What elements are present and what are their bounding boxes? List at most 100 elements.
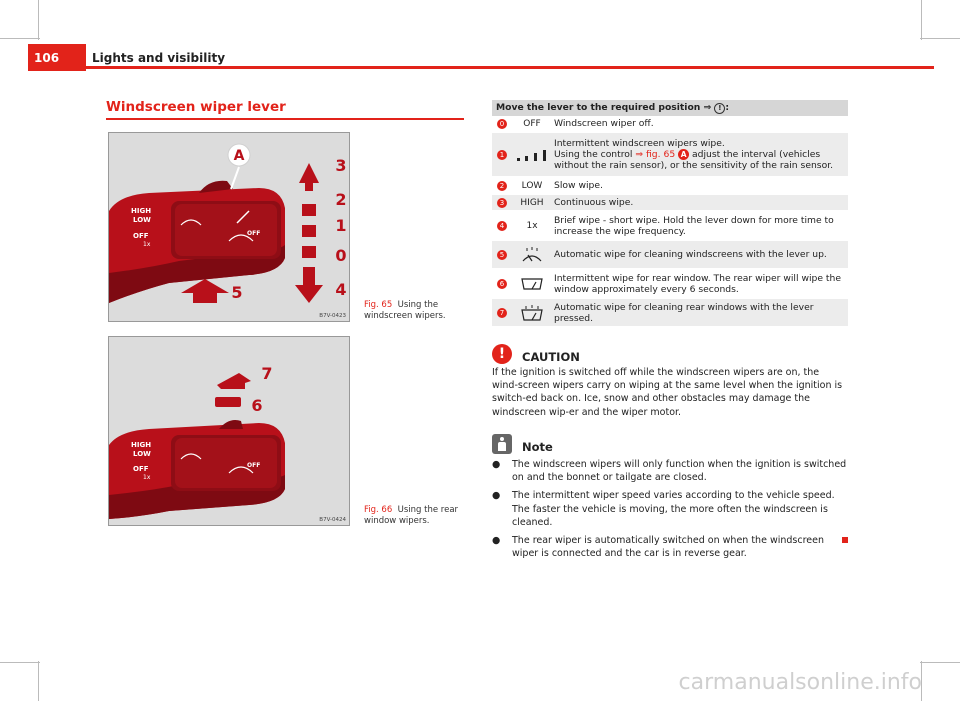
callout-a: A [234,148,245,164]
crop-mark [38,661,39,701]
position-description: Slow wipe. [554,180,603,191]
table-row: 6 Intermittent wipe for rear window. The… [492,270,848,299]
section-rule [106,118,464,120]
position-square [302,225,316,237]
crop-mark [921,0,922,40]
figure-windscreen-wiper-lever: HIGH LOW OFF 1x OFF A 3 2 1 0 5 4 B7V-04… [108,132,350,322]
arrow-up-icon [299,163,319,191]
lever-label: OFF [133,232,149,240]
list-item: ●The rear wiper is automatically switche… [492,535,824,560]
callout-1: 1 [335,216,346,235]
table-row: 0 OFF Windscreen wiper off. [492,116,848,133]
position-number: 2 [497,180,507,191]
list-item: ●The windscreen wipers will only functio… [492,459,847,484]
position-number: 3 [497,197,507,208]
warning-icon: ! [492,344,512,364]
position-description: Windscreen wiper off. [554,118,654,129]
callout-0: 0 [335,246,346,265]
caption-prefix: Fig. 66 [364,505,393,515]
rear-wiper-icon [512,277,552,291]
list-item: ●The intermittent wiper speed varies acc… [492,490,835,528]
wash-wipe-front-icon [512,246,552,263]
figure-caption: Fig. 66 Using the rear window wipers. [364,505,459,527]
lever-label: OFF [133,465,149,473]
callout-4: 4 [335,280,346,299]
crop-mark [38,0,39,40]
callout-2: 2 [335,190,346,209]
arrow-down-icon [295,267,323,303]
lever-label: HIGH [131,207,151,215]
page-number: 106 [28,44,86,71]
figure-reference-link[interactable]: ⇒ fig. 65 [635,149,676,160]
push-arrow-icon [217,373,251,389]
table-row: 2 LOW Slow wipe. [492,178,848,195]
note-list: ●The windscreen wipers will only functio… [492,458,848,565]
wiper-positions-table: Move the lever to the required position … [492,100,848,328]
wiper-symbol-icon [236,210,250,224]
figure-caption: Fig. 65 Using the windscreen wipers. [364,300,459,322]
position-description: Brief wipe - short wipe. Hold the lever … [554,214,834,237]
wiper-symbol-icon [228,234,254,242]
caption-prefix: Fig. 65 [364,300,393,310]
table-header-text: Move the lever to the required position … [496,102,712,113]
position-number: 4 [497,220,507,231]
table-row: 4 1x Brief wipe - short wipe. Hold the l… [492,212,848,241]
description-line: Intermittent windscreen wipers wipe. [554,138,725,149]
callout-reference: A [678,149,690,160]
crop-mark [921,661,922,701]
chapter-title: Lights and visibility [92,51,226,65]
caption-text: Using the windscreen wipers. [364,300,446,321]
table-row: 5 Automatic wipe for cleaning windscreen… [492,241,848,270]
crop-mark [920,38,960,39]
wiper-symbol-icon [228,466,254,474]
arrow-down-icon [181,279,229,303]
position-number: 6 [497,278,507,289]
lever-label: OFF [247,462,260,469]
warning-circle-icon: ! [714,103,726,114]
lever-label: LOW [133,450,151,458]
lever-label: 1x [143,241,151,248]
position-number: 1 [497,149,507,160]
position-description: Intermittent windscreen wipers wipe. Usi… [554,138,834,171]
crop-mark [0,662,40,663]
info-person-icon [492,434,512,454]
lever-label: LOW [133,216,151,224]
header-rule [86,66,934,69]
lever-label: HIGH [131,441,151,449]
position-description: Automatic wipe for cleaning rear windows… [554,301,814,324]
table-header-suffix: : [725,102,730,113]
callout-3: 3 [335,156,346,175]
watermark: carmanualsonline.info [678,670,922,695]
callout-6: 6 [251,396,262,415]
bullet-symbol: ● [492,535,501,547]
figure-code: B7V-0423 [319,313,346,319]
caption-text: Using the rear window wipers. [364,505,459,526]
note-title: Note [522,440,553,454]
position-symbol: OFF [523,118,541,129]
table-row: 7 Automatic wipe for cleaning rear windo… [492,299,848,328]
wash-wipe-rear-icon [512,304,552,321]
position-number: 5 [497,249,507,260]
figure-rear-wiper-lever: HIGH LOW OFF 1x OFF 7 6 B7V-0424 [108,336,350,526]
caution-text: If the ignition is switched off while th… [492,367,843,418]
position-symbol: LOW [521,180,543,191]
position-square [302,246,316,258]
position-description: Automatic wipe for cleaning windscreens … [554,249,827,260]
section-end-mark [842,537,848,543]
figure-code: B7V-0424 [319,517,346,523]
table-header: Move the lever to the required position … [492,100,848,116]
crop-mark [0,38,40,39]
caution-title: CAUTION [522,350,580,364]
position-symbol: 1x [526,220,538,231]
rear-wiper-lever-illustration: HIGH LOW OFF 1x OFF 7 6 [109,337,349,525]
wiper-lever-illustration: HIGH LOW OFF 1x OFF A 3 2 1 0 5 4 [109,133,349,321]
table-row: 1 Intermittent windscreen wipers wipe. U… [492,133,848,178]
position-description: Continuous wipe. [554,197,634,208]
bullet-symbol: ● [492,490,501,502]
intermittent-bars-icon [512,149,552,161]
crop-mark [920,662,960,663]
wiper-symbol-icon [180,219,202,226]
position-number: 0 [497,118,507,129]
callout-5: 5 [231,283,242,302]
callout-7: 7 [261,364,272,383]
